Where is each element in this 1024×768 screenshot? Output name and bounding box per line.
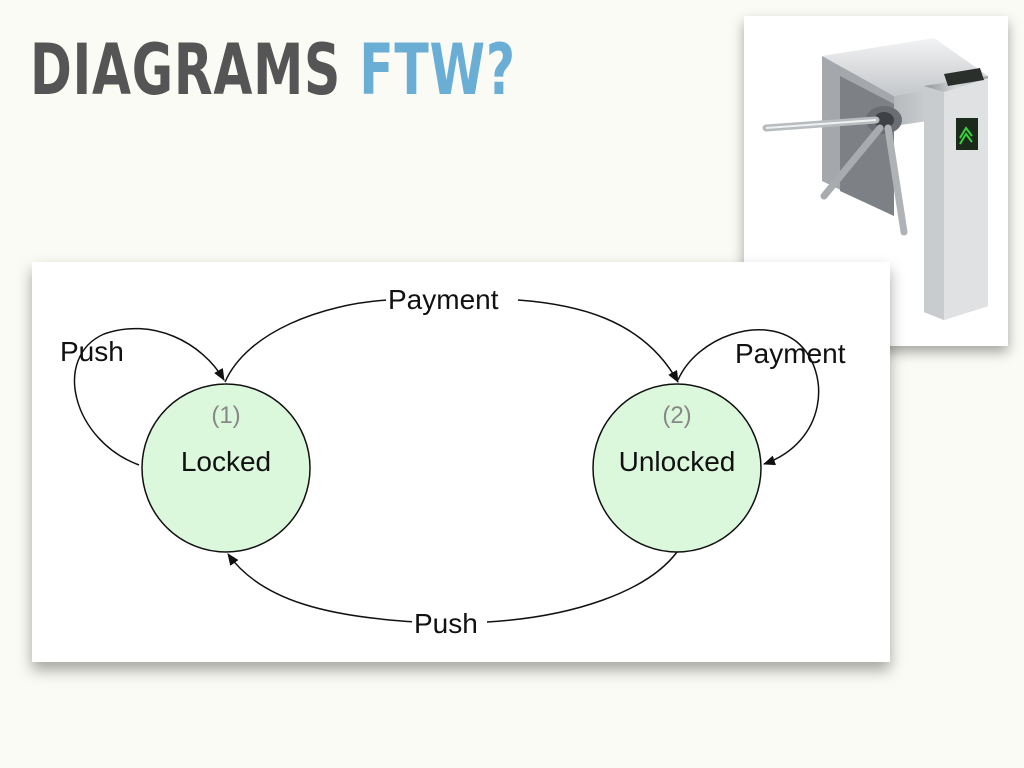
turnstile-icon (762, 38, 988, 320)
edge-locked-self-push (73, 327, 225, 466)
slide-title-main: DIAGRAMS (30, 29, 341, 111)
slide-title-accent: FTW? (359, 29, 516, 111)
slide-title: DIAGRAMS FTW? (30, 22, 516, 118)
edge-unlocked-to-locked-push (228, 552, 678, 623)
edge-label-unlocked-to-locked: Push (412, 608, 480, 640)
edge-label-locked-self: Push (60, 336, 124, 367)
state-name-locked: Locked (180, 446, 272, 477)
edge-label-unlocked-self: Payment (735, 338, 846, 369)
edge-unlocked-self-payment (677, 328, 820, 466)
state-diagram-edges (73, 299, 820, 623)
state-diagram: Push Payment Payment Push (1) Locked (2)… (32, 262, 890, 662)
state-name-unlocked: Unlocked (618, 446, 736, 477)
state-number-unlocked: (2) (662, 402, 692, 429)
state-number-locked: (1) (211, 402, 241, 429)
edge-locked-to-unlocked-payment (224, 299, 678, 382)
edge-label-locked-to-unlocked: Payment (386, 284, 501, 316)
state-circle-locked (141, 383, 311, 553)
turnstile-photo (744, 16, 1008, 346)
state-circle-unlocked (592, 383, 762, 553)
